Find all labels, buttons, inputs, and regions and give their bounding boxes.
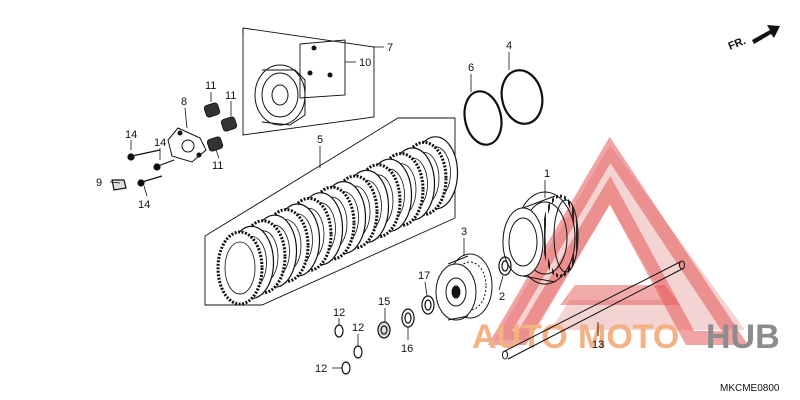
part-label-11a: 11: [205, 80, 216, 92]
part-label-10: 10: [359, 57, 371, 69]
diagram-code: MKCME0800: [720, 383, 780, 394]
part-label-16: 16: [401, 343, 413, 355]
clutch-basket: [502, 191, 579, 285]
part-label-14b: 14: [154, 137, 166, 149]
part-label-15: 15: [378, 296, 390, 308]
watermark-text-moto: MOTO: [578, 318, 679, 356]
part-label-3: 3: [461, 226, 467, 238]
part-label-7: 7: [387, 42, 393, 54]
part-labels: 1 2 3 4 5 6 7 8 9 10 11 11 11 12 12 12 1…: [96, 40, 604, 375]
part-label-8: 8: [181, 96, 187, 108]
part-label-11c: 11: [212, 160, 223, 172]
clutch-hub: [435, 253, 493, 321]
watermark-text-auto: AUTO: [472, 318, 568, 356]
part-label-9: 9: [96, 177, 102, 189]
part-label-4: 4: [506, 40, 512, 52]
clutch-disc-inner: [224, 241, 256, 295]
part-label-1: 1: [544, 168, 550, 180]
direction-indicator: FR.: [727, 25, 780, 53]
part-label-14a: 14: [125, 129, 137, 141]
springs: [203, 102, 238, 152]
arrow-upper-right-icon: [752, 25, 780, 44]
oil-pump-group: [242, 27, 375, 136]
washers: [421, 256, 512, 315]
part-label-17: 17: [418, 270, 430, 282]
part-label-11b: 11: [225, 90, 236, 102]
part-label-14c: 14: [138, 199, 150, 211]
part-label-12c: 12: [315, 363, 327, 375]
part-label-12a: 12: [333, 307, 345, 319]
part-label-2: 2: [499, 291, 505, 303]
part-label-6: 6: [468, 62, 474, 74]
watermark-logo: [487, 136, 749, 345]
o-rings: [463, 69, 544, 146]
watermark-text: AUTO MOTO HUB: [472, 318, 780, 356]
part-label-5: 5: [317, 134, 323, 146]
direction-label: FR.: [727, 35, 748, 53]
bolts: [111, 149, 175, 191]
clutch-disc-pack: [204, 117, 459, 306]
part-label-13: 13: [592, 339, 604, 351]
part-label-12b: 12: [352, 322, 364, 334]
push-rod: [502, 260, 685, 360]
cover-plate: [167, 127, 207, 163]
watermark-text-hub: HUB: [706, 318, 780, 356]
leader-lines: [109, 46, 599, 369]
small-rings: [334, 308, 415, 375]
